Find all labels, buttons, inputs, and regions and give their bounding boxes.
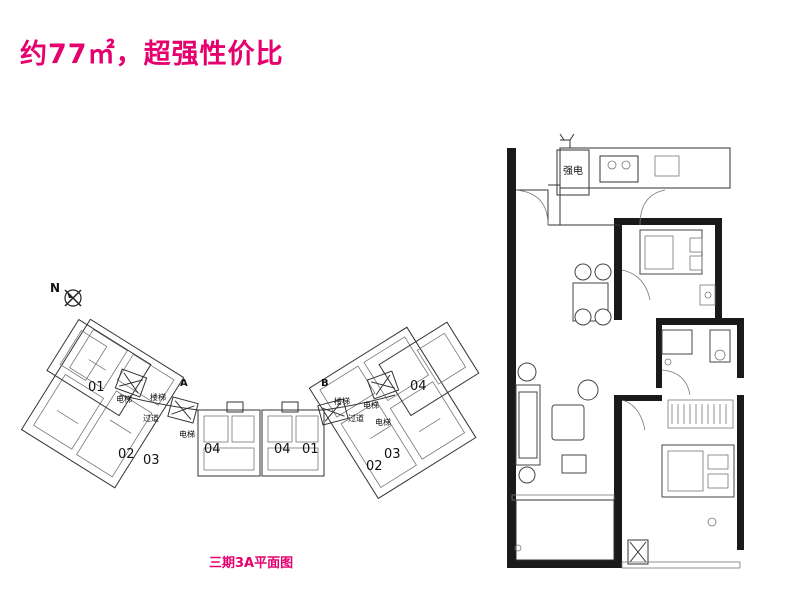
room-label-electric: 强电	[563, 164, 583, 177]
room-label: 电梯	[363, 400, 379, 410]
unit-label: 03	[384, 447, 401, 462]
unit-label: 02	[366, 459, 383, 474]
unit-label: 04	[410, 379, 427, 394]
unit-label: 01	[88, 380, 105, 395]
room-label: 电梯	[375, 417, 391, 427]
center-block	[197, 401, 325, 477]
building-label-a: A	[180, 378, 188, 389]
unit-label: 02	[118, 447, 135, 462]
wing-left-outer	[46, 318, 152, 417]
room-label: 过道	[143, 413, 159, 423]
north-label: N	[50, 281, 60, 295]
room-label: 电梯	[116, 394, 132, 404]
site-plan: A B 01 02 03 04 04 01 02 03 04 电梯 楼梯 过道 …	[20, 318, 480, 500]
room-label: 楼梯	[150, 392, 166, 402]
unit-label: 01	[302, 442, 319, 457]
unit-label: 04	[204, 442, 221, 457]
wing-left	[20, 318, 185, 489]
unit-label: 04	[274, 442, 291, 457]
room-label: 电梯	[179, 429, 195, 439]
unit-label: 03	[143, 453, 160, 468]
north-arrow: N	[50, 281, 82, 307]
plan-caption: 三期3A平面图	[209, 556, 294, 571]
building-label-b: B	[321, 378, 329, 389]
room-label: 楼梯	[334, 396, 350, 406]
unit-floor-plan: 强电	[507, 133, 744, 569]
room-label: 过道	[348, 413, 364, 423]
headline: 约77㎡，超强性价比	[20, 39, 284, 70]
wing-right-outer	[378, 321, 480, 417]
